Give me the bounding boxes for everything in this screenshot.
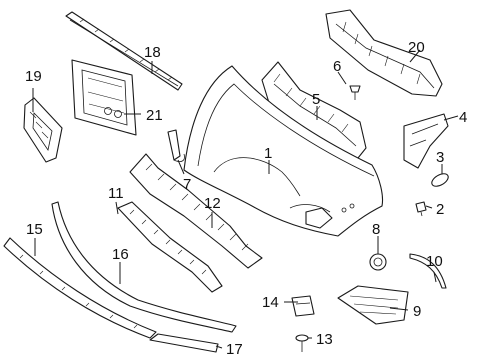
callout-13: 13 bbox=[316, 331, 333, 348]
callout-14: 14 bbox=[262, 294, 279, 311]
part-6-clip bbox=[349, 85, 361, 100]
callout-labels: 18 19 21 20 6 5 1 4 3 2 7 11 12 8 10 9 1… bbox=[25, 39, 467, 358]
callout-19: 19 bbox=[25, 68, 42, 85]
part-20-absorber bbox=[325, 9, 443, 97]
callout-3: 3 bbox=[436, 149, 444, 166]
callout-12: 12 bbox=[204, 195, 221, 212]
part-2-screw bbox=[415, 201, 427, 217]
callout-8: 8 bbox=[372, 221, 380, 238]
callout-10: 10 bbox=[426, 253, 443, 270]
part-4-side-bracket bbox=[403, 113, 449, 169]
callout-15: 15 bbox=[26, 221, 43, 238]
callout-18: 18 bbox=[144, 44, 161, 61]
part-11-lower-trim bbox=[117, 201, 223, 293]
part-9-fog-grille bbox=[337, 285, 409, 325]
part-21-license-bracket bbox=[71, 59, 137, 136]
part-12-lower-grille bbox=[129, 153, 263, 269]
part-10-strip bbox=[409, 253, 447, 289]
part-14-bracket bbox=[291, 295, 315, 317]
callout-20: 20 bbox=[408, 39, 425, 56]
part-19-side-bracket bbox=[23, 97, 63, 163]
callout-1: 1 bbox=[264, 145, 272, 162]
part-15-lower-strip bbox=[3, 237, 157, 339]
callout-4: 4 bbox=[459, 109, 467, 126]
callout-6: 6 bbox=[333, 58, 341, 75]
callout-17: 17 bbox=[226, 341, 243, 358]
part-17-trim bbox=[149, 333, 219, 353]
callout-11: 11 bbox=[108, 185, 124, 202]
callout-16: 16 bbox=[112, 246, 129, 263]
callout-2: 2 bbox=[436, 201, 444, 218]
callout-7: 7 bbox=[183, 176, 191, 193]
part-3-cap bbox=[431, 173, 449, 187]
leader-lines bbox=[32, 49, 459, 349]
part-7-clip bbox=[167, 129, 185, 162]
callout-9: 9 bbox=[413, 303, 421, 320]
part-1-bumper-cover bbox=[183, 65, 384, 237]
part-18-upper-strip bbox=[65, 11, 183, 91]
callout-21: 21 bbox=[146, 107, 163, 124]
callout-5: 5 bbox=[312, 91, 320, 108]
part-8-sensor bbox=[369, 253, 387, 271]
part-16-lower-spoiler bbox=[51, 201, 237, 333]
part-13-pin bbox=[295, 334, 309, 352]
